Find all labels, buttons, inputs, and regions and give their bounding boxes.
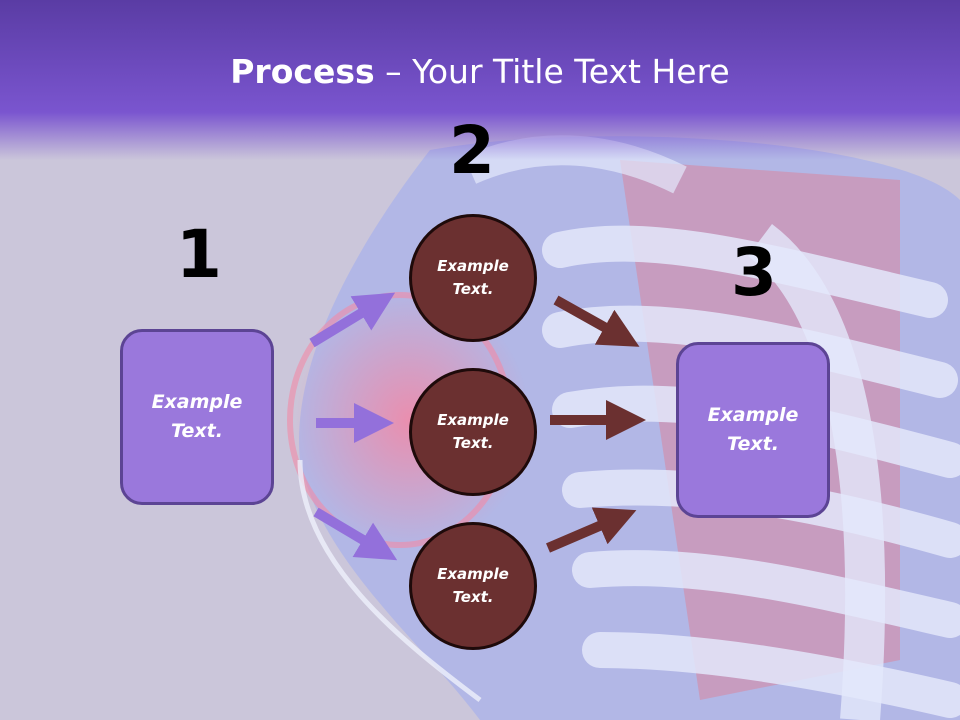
- step-1-text: Example Text.: [151, 391, 243, 442]
- title-bold: Process: [230, 52, 375, 91]
- arrow-from-circle-bottom: [546, 507, 637, 553]
- circle-bottom-text: Example Text.: [437, 565, 509, 606]
- circle-middle-text: Example Text.: [437, 411, 509, 452]
- step-number-3: 3: [731, 234, 777, 311]
- arrow-to-circle-bottom: [313, 507, 398, 561]
- circle-top: Example Text.: [409, 214, 537, 342]
- arrow-from-circle-top: [553, 295, 640, 347]
- circle-top-text: Example Text.: [437, 257, 509, 298]
- step-3-box: Example Text.: [676, 342, 830, 518]
- step-number-1: 1: [176, 216, 222, 293]
- title-bar: [0, 0, 960, 160]
- step-1-box: Example Text.: [120, 329, 274, 505]
- circle-bottom: Example Text.: [409, 522, 537, 650]
- title-rest: – Your Title Text Here: [374, 52, 730, 91]
- step-number-2: 2: [449, 112, 495, 189]
- circle-middle: Example Text.: [409, 368, 537, 496]
- arrow-to-circle-top: [309, 292, 396, 348]
- step-3-text: Example Text.: [707, 404, 799, 455]
- slide-title: Process – Your Title Text Here: [0, 52, 960, 91]
